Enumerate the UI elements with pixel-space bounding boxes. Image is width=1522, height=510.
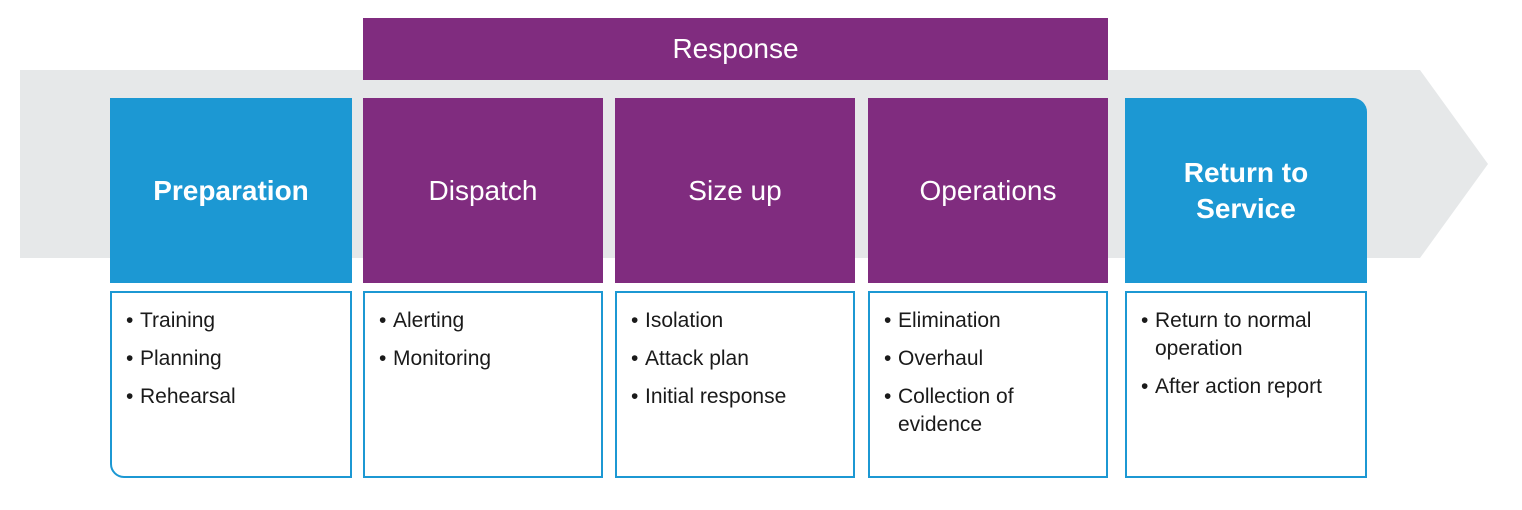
size-up-list: Isolation Attack plan Initial response	[631, 307, 843, 411]
list-item: Training	[126, 307, 340, 335]
list-item: Attack plan	[631, 345, 843, 373]
return-to-service-list: Return to normal operation After action …	[1141, 307, 1355, 401]
phase-size-up: Size up	[615, 98, 855, 283]
preparation-items: Training Planning Rehearsal	[110, 291, 352, 478]
phase-dispatch: Dispatch	[363, 98, 603, 283]
dispatch-items: Alerting Monitoring	[363, 291, 603, 478]
list-item: Elimination	[884, 307, 1096, 335]
phase-preparation: Preparation	[110, 98, 352, 283]
phase-return-to-service: Return to Service	[1125, 98, 1367, 283]
list-item: Monitoring	[379, 345, 591, 373]
list-item: Isolation	[631, 307, 843, 335]
list-item: After action report	[1141, 373, 1355, 401]
preparation-list: Training Planning Rehearsal	[126, 307, 340, 411]
operations-items: Elimination Overhaul Collection of evide…	[868, 291, 1108, 478]
response-header: Response	[363, 18, 1108, 80]
phase-return-to-service-label: Return to Service	[1183, 156, 1309, 224]
dispatch-list: Alerting Monitoring	[379, 307, 591, 373]
size-up-items: Isolation Attack plan Initial response	[615, 291, 855, 478]
phase-operations: Operations	[868, 98, 1108, 283]
list-item: Overhaul	[884, 345, 1096, 373]
list-item: Return to normal operation	[1141, 307, 1355, 363]
list-item: Rehearsal	[126, 383, 340, 411]
list-item: Alerting	[379, 307, 591, 335]
list-item: Planning	[126, 345, 340, 373]
return-to-service-items: Return to normal operation After action …	[1125, 291, 1367, 478]
operations-list: Elimination Overhaul Collection of evide…	[884, 307, 1096, 439]
list-item: Collection of evidence	[884, 383, 1096, 439]
list-item: Initial response	[631, 383, 843, 411]
